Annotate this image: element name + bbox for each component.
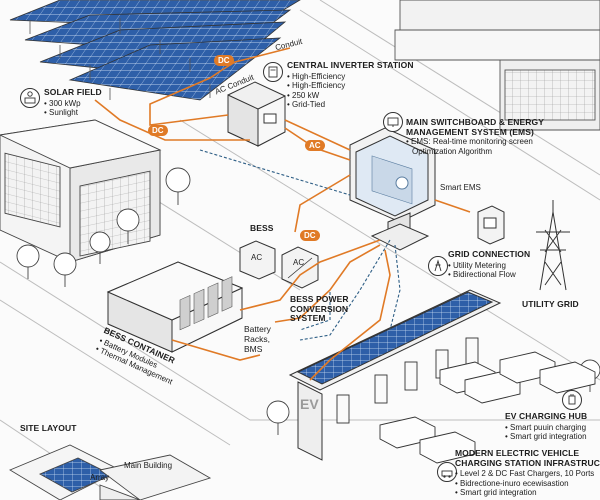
ems-title-line2: MANAGEMENT SYSTEM (EMS) (406, 126, 534, 137)
top-right-buildings (394, 0, 600, 131)
inverter-title: CENTRAL INVERTER STATION (287, 60, 414, 70)
grid-label: GRID CONNECTION Utility Metering Bidirec… (448, 249, 531, 280)
office-building (0, 119, 162, 263)
grid-item: Bidirectional Flow (448, 270, 530, 280)
utility-grid-title: UTILITY GRID (522, 299, 579, 309)
battery-racks-line1: Battery (244, 324, 271, 334)
ev-station-icon (437, 462, 457, 482)
site-layout-label: SITE LAYOUT (20, 423, 77, 434)
site-layout-title: SITE LAYOUT (20, 423, 77, 433)
ems-monitor (349, 127, 436, 251)
transmission-tower (536, 200, 570, 291)
smart-ems-label: Smart EMS (440, 183, 481, 192)
grid-title: GRID CONNECTION (448, 249, 531, 259)
monitor-icon (383, 112, 403, 132)
ev-infra-title-line2: CHARGING STATION INFRASTRUCTURE (455, 457, 600, 468)
solar-field-item: 300 kWp (44, 99, 102, 109)
power-lines-blue (199, 149, 401, 341)
ev-infra-title-line1: MODERN ELECTRIC VEHICLE (455, 448, 580, 458)
utility-grid-label: UTILITY GRID (522, 299, 579, 310)
ev-hub-title: EV CHARGING HUB (505, 411, 588, 421)
ev-infra-item: Level 2 & DC Fast Chargers, 10 Ports (455, 469, 600, 479)
bess-pcs-boxes (239, 240, 319, 289)
site-layout-plan (9, 444, 212, 500)
ems-item-line2: Optimization Algorithm (412, 146, 493, 156)
bess-pcs-line1: BESS POWER (290, 294, 349, 304)
battery-racks-line2: Racks, (244, 334, 270, 344)
bess-pcs-line2: CONVERSION (290, 303, 349, 314)
inverter-label: CENTRAL INVERTER STATION High-Efficiency… (287, 60, 414, 110)
solar-panel-icon (20, 88, 40, 108)
ev-canopy (288, 289, 502, 461)
dc-tag-top: DC (214, 55, 234, 66)
inverter-icon (263, 62, 283, 82)
ev-infra-label: MODERN ELECTRIC VEHICLE CHARGING STATION… (455, 448, 600, 498)
ev-infra-item: Smart grid integration (455, 488, 600, 498)
dc-tag-left: DC (148, 125, 168, 136)
inverter-item: High-Efficiency (287, 72, 414, 82)
grid-meter (477, 205, 505, 245)
ems-title-line1: MAIN SWITCHBOARD & ENERGY (406, 117, 545, 127)
main-building-label: Main Building (124, 461, 173, 470)
bess-ac-b: AC (293, 258, 305, 267)
ev-hub-label: EV CHARGING HUB Smart puuin charging Sma… (505, 411, 588, 442)
bess-ac-a: AC (251, 253, 263, 262)
bess-label: BESS (250, 223, 274, 234)
bess-pcs-line3: SYSTEM (290, 313, 326, 323)
bess-dc-tag: DC (300, 230, 320, 241)
array-label: Array (90, 473, 110, 482)
bess-container (106, 261, 244, 353)
ev-plug-icon (562, 390, 582, 410)
ac-tag: AC (305, 140, 325, 151)
inverter-item: 250 kW (287, 91, 414, 101)
grid-tower-icon (428, 256, 448, 276)
grid-item: Utility Metering (448, 261, 530, 271)
battery-racks-label: Battery Racks, BMS (244, 324, 271, 354)
ems-item-line1: EMS: Real-time monitoring screen (411, 137, 533, 146)
battery-racks-line3: BMS (244, 344, 263, 354)
inverter-item: High-Efficiency (287, 81, 414, 91)
inverter-cabinet (227, 81, 286, 147)
ev-canopy-text: EV (300, 396, 319, 412)
bess-pcs-label: BESS POWER CONVERSION SYSTEM (290, 294, 349, 324)
solar-field-title: SOLAR FIELD (44, 87, 102, 97)
bess-title: BESS (250, 223, 274, 233)
solar-field-label: SOLAR FIELD 300 kWp Sunlight (44, 87, 102, 118)
ev-cars (379, 351, 596, 464)
ems-item: • EMS: Real-time monitoring screen (406, 137, 533, 146)
solar-field-item: Sunlight (44, 108, 102, 118)
inverter-item: Grid-Tied (287, 100, 414, 110)
ev-hub-item: Smart puuin charging (505, 423, 587, 433)
ev-hub-item: Smart grid integration (505, 432, 587, 442)
ems-label: MAIN SWITCHBOARD & ENERGY MANAGEMENT SYS… (406, 117, 545, 156)
ev-infra-item: Bidrectione-inuro ecewisastion (455, 479, 600, 489)
